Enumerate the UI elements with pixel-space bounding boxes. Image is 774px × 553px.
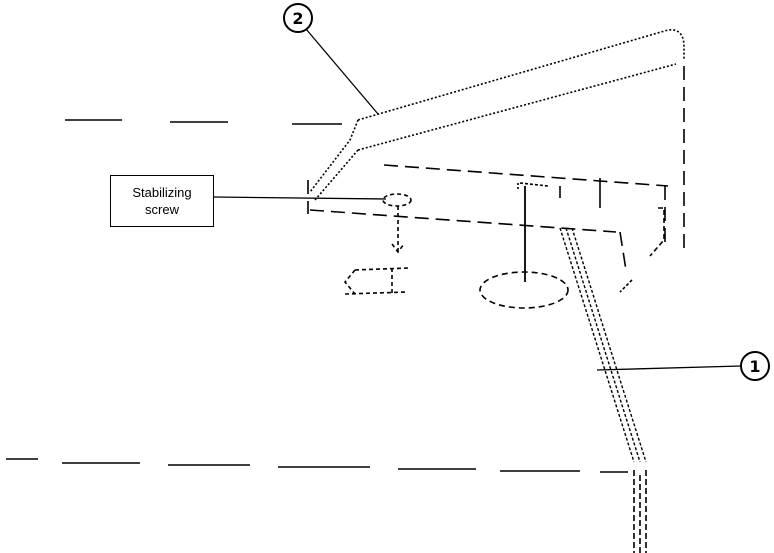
background-edge-upper — [65, 119, 342, 125]
background-edge-lower — [6, 458, 628, 473]
housing-corner-detail — [619, 207, 665, 293]
callout-marker-2-number: 2 — [292, 8, 304, 28]
stabilizing-screw-label-text: Stabilizing screw — [132, 185, 192, 217]
housing-outline — [307, 66, 685, 271]
stabilizing-screw-assembly — [343, 193, 412, 295]
spindle-foot — [479, 271, 569, 309]
leader-line-stabilizing-screw — [213, 196, 387, 200]
arm-outline — [309, 28, 685, 201]
spindle — [517, 178, 601, 282]
stabilizing-screw-label: Stabilizing screw — [110, 175, 214, 227]
leader-line-2 — [305, 28, 379, 115]
leg-rod — [559, 227, 647, 463]
callout-marker-1: 1 — [740, 351, 770, 381]
leg-foot — [633, 470, 647, 553]
callout-marker-1-number: 1 — [749, 356, 761, 376]
callout-marker-2: 2 — [283, 3, 313, 33]
leader-line-1 — [596, 365, 742, 371]
